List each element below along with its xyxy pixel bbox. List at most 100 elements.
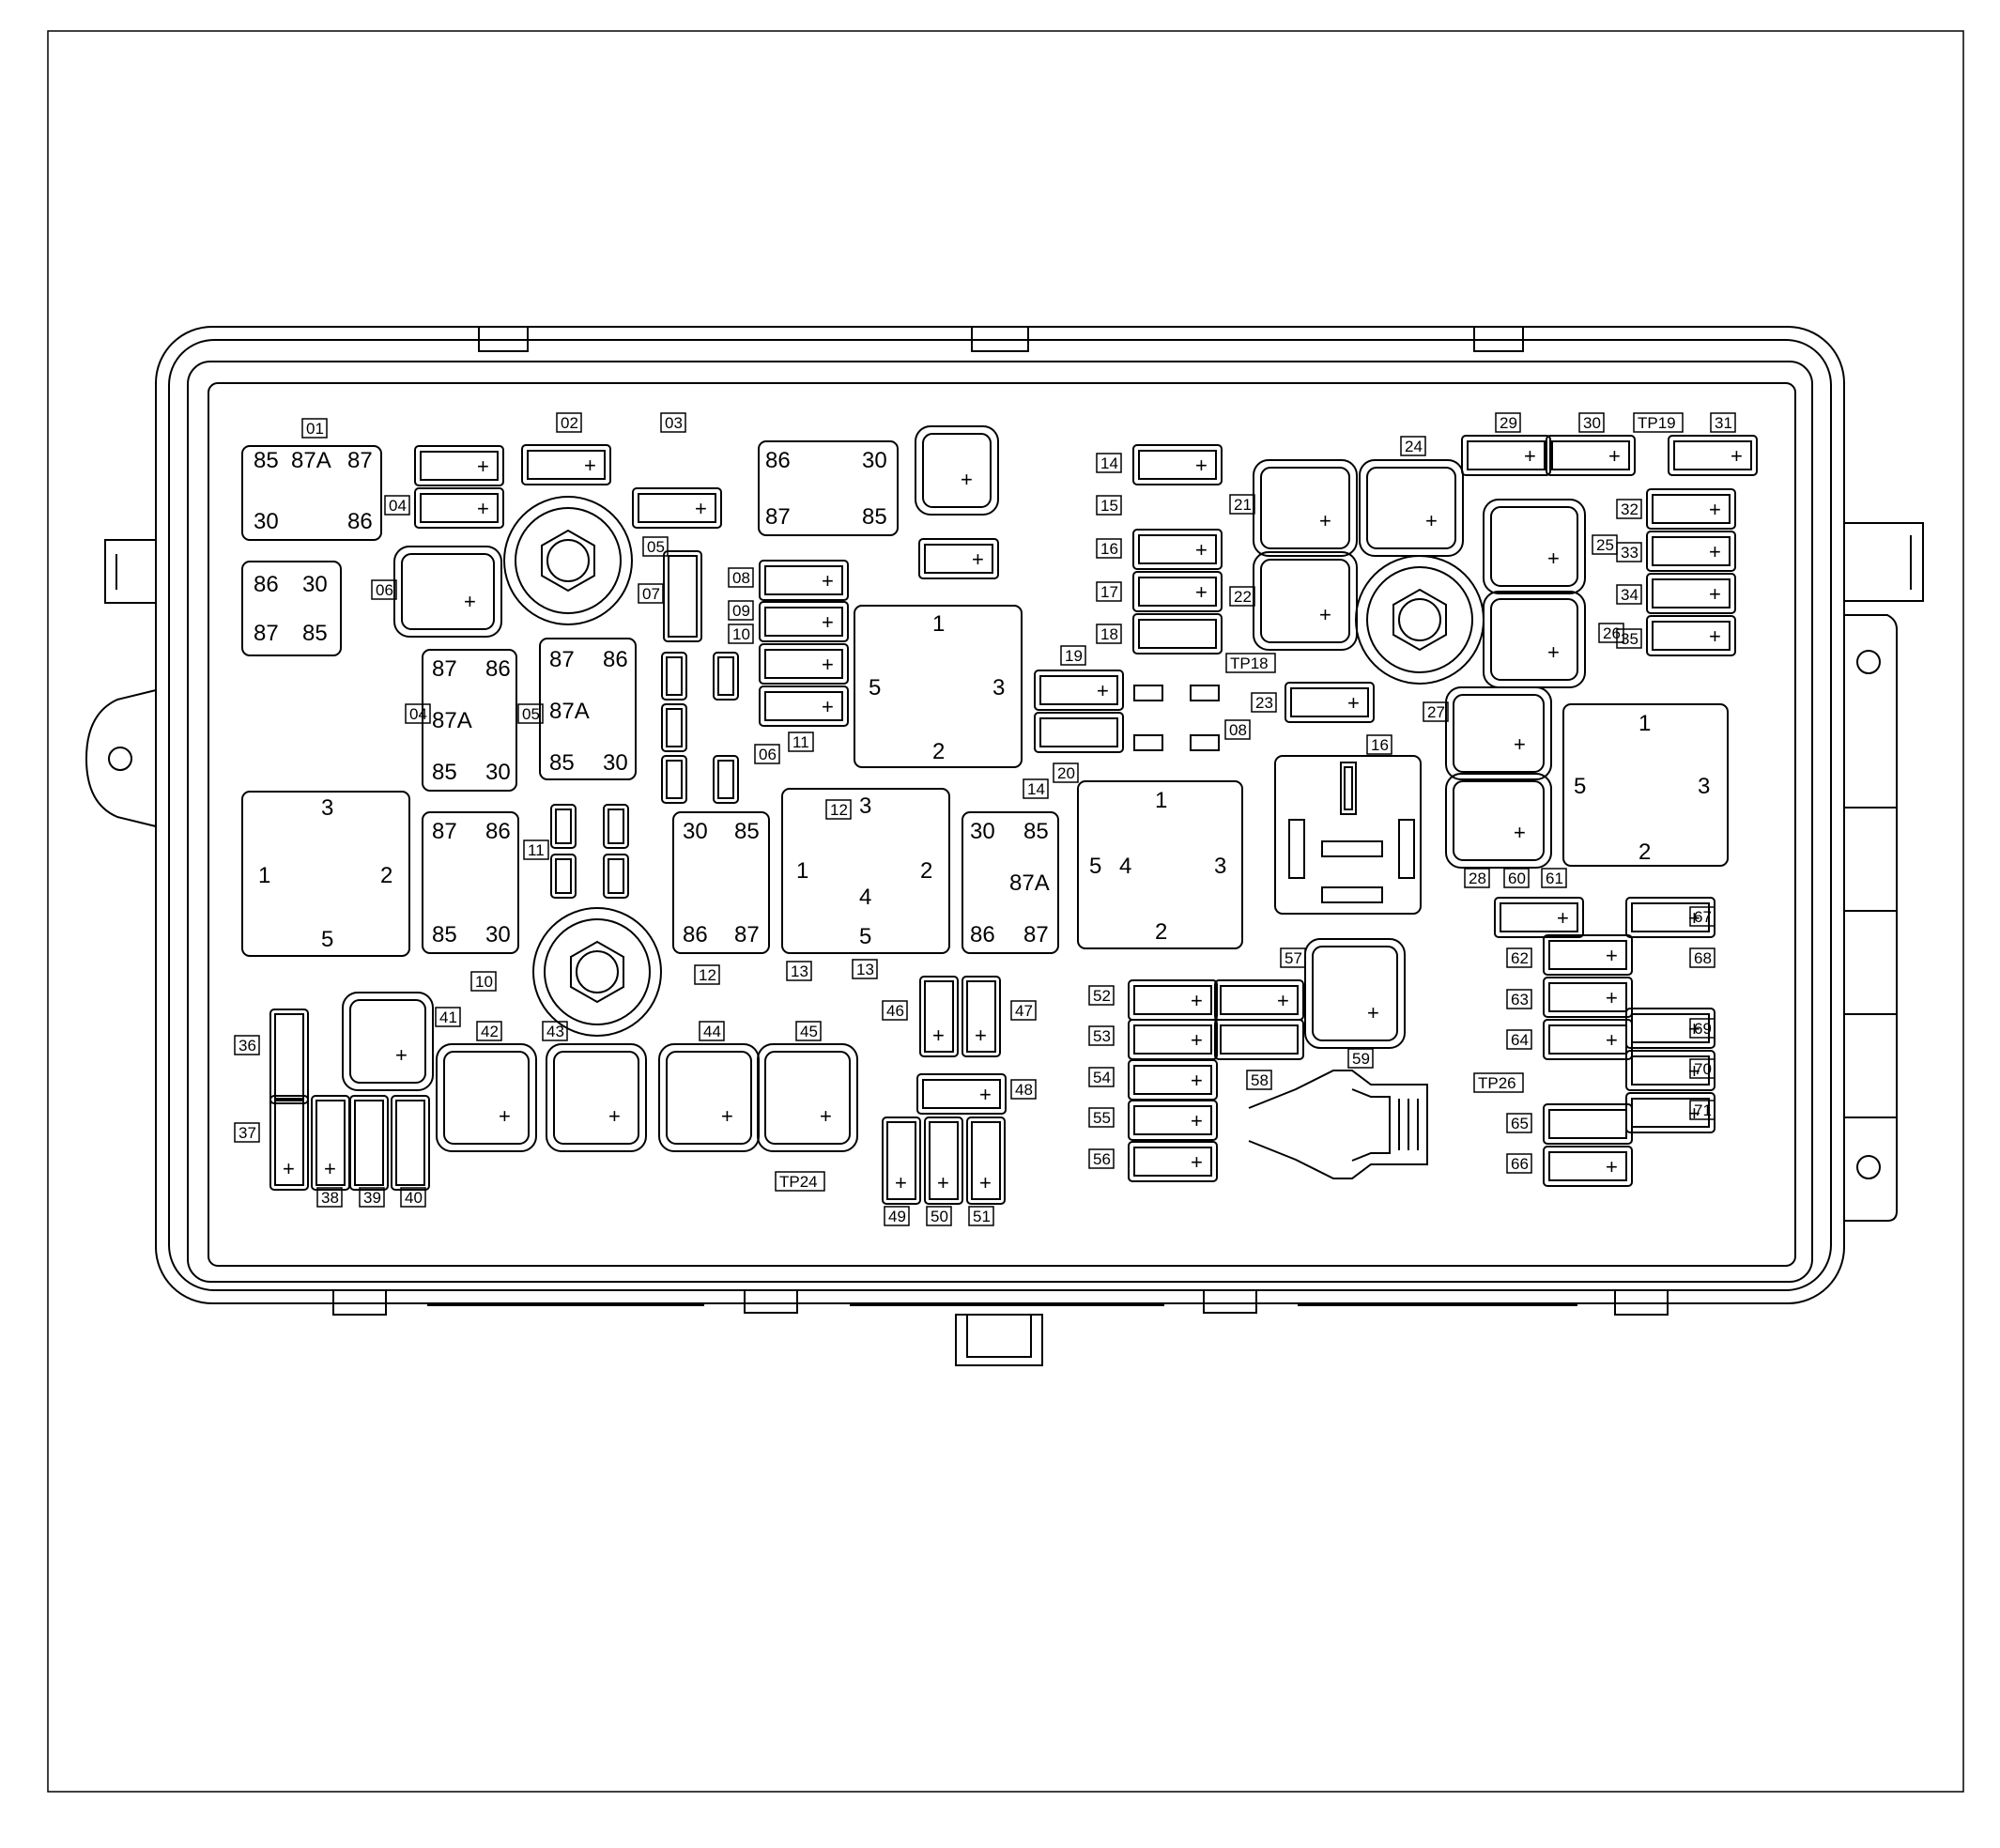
svg-text:07: 07 (642, 585, 660, 603)
tag-right-24: 60 (1503, 868, 1530, 888)
tag-right-33: 59 (1347, 1048, 1374, 1069)
tag-right-32: 58 (1246, 1070, 1272, 1090)
tag-right-21: 35 (1616, 628, 1642, 649)
terminal-2 (1133, 734, 1163, 751)
svg-text:86: 86 (485, 656, 511, 682)
tag-left-37: 19 (1060, 645, 1086, 666)
square-socket-4: + (1253, 551, 1358, 651)
tag-right-3: 17 (1096, 581, 1122, 602)
plus-icon: + (1514, 732, 1526, 756)
svg-text:87A: 87A (432, 708, 472, 733)
svg-text:70: 70 (1694, 1060, 1712, 1078)
terminal-0 (1133, 685, 1163, 701)
svg-text:85: 85 (549, 750, 575, 776)
tag-left-31: 47 (1010, 1000, 1037, 1021)
tag-left-26: 42 (476, 1021, 502, 1041)
svg-text:48: 48 (1015, 1081, 1033, 1099)
svg-text:06: 06 (759, 746, 777, 763)
vertical-fuse-12 (713, 652, 739, 701)
vertical-fuse-9: + (966, 1116, 1006, 1205)
mini-fuse-34: + (1214, 979, 1304, 1021)
svg-text:46: 46 (886, 1002, 904, 1020)
plus-icon: + (283, 1157, 295, 1180)
tag-right-39: 67 (1689, 906, 1715, 927)
mini-fuse-26: + (1543, 977, 1633, 1018)
svg-text:86: 86 (485, 819, 511, 844)
svg-text:86: 86 (347, 509, 373, 534)
vertical-fuse-17 (603, 804, 629, 849)
mini-fuse-25: + (1543, 934, 1633, 976)
square-socket-1: + (393, 546, 502, 638)
tag-left-1: 04 (384, 495, 410, 516)
plus-icon: + (1557, 906, 1569, 930)
svg-text:85: 85 (302, 621, 328, 646)
tag-right-40: 68 (1689, 947, 1715, 968)
vertical-fuse-5: + (919, 976, 959, 1057)
terminal-3 (1190, 734, 1220, 751)
tag-left-35: 51 (968, 1206, 994, 1226)
svg-text:56: 56 (1093, 1150, 1111, 1168)
vertical-fuse-3 (349, 1095, 389, 1191)
svg-text:1: 1 (932, 611, 945, 637)
mini-fuse-35: + (1128, 1019, 1218, 1060)
plus-icon: + (1514, 821, 1526, 844)
svg-text:41: 41 (439, 1009, 457, 1026)
tag-left-32: 48 (1010, 1079, 1037, 1100)
housing-outline (85, 326, 1924, 1366)
mini-fuse-12: + (1132, 529, 1223, 570)
svg-text:43: 43 (546, 1023, 564, 1040)
vertical-fuse-18 (550, 854, 577, 899)
square-socket-0: + (915, 425, 999, 516)
tag-right-18: 33 (1616, 542, 1642, 562)
svg-text:04: 04 (389, 497, 407, 515)
svg-text:2: 2 (1638, 839, 1651, 865)
plus-icon: + (1688, 1017, 1700, 1040)
vertical-fuse-6: + (962, 976, 1001, 1057)
svg-text:87A: 87A (291, 448, 331, 473)
mini-fuse-40: + (916, 1073, 1007, 1115)
plus-icon: + (695, 497, 707, 520)
svg-text:38: 38 (321, 1189, 339, 1207)
svg-text:14: 14 (1027, 780, 1045, 798)
tag-right-30: 55 (1088, 1107, 1115, 1128)
vertical-fuse-16 (550, 804, 577, 849)
vertical-fuse-7: + (882, 1116, 921, 1205)
tag-right-42: 70 (1689, 1058, 1715, 1079)
svg-text:32: 32 (1621, 500, 1638, 518)
tag-left-8: 09 (728, 600, 754, 621)
plus-icon: + (1347, 691, 1360, 715)
tag-left-13: 06 (754, 744, 780, 764)
svg-text:16: 16 (1371, 736, 1389, 754)
svg-text:03: 03 (665, 414, 683, 432)
plus-icon: + (499, 1104, 511, 1128)
mini-fuse-9: + (1034, 670, 1124, 711)
svg-text:34: 34 (1621, 586, 1638, 604)
svg-text:2: 2 (932, 739, 945, 764)
svg-text:58: 58 (1251, 1071, 1269, 1089)
tag-right-10: 16 (1366, 734, 1392, 755)
plus-icon: + (1709, 540, 1721, 563)
svg-text:50: 50 (931, 1208, 948, 1225)
mini-fuse-31 (1543, 1103, 1633, 1145)
svg-text:30: 30 (862, 448, 887, 473)
tag-right-14: TP19 (1633, 412, 1684, 433)
svg-text:86: 86 (970, 922, 995, 947)
svg-text:10: 10 (732, 625, 750, 643)
svg-text:3: 3 (859, 793, 871, 819)
tag-left-33: 49 (884, 1206, 910, 1226)
svg-text:60: 60 (1508, 870, 1526, 887)
plus-icon: + (1319, 603, 1331, 626)
svg-text:02: 02 (561, 414, 578, 432)
tag-left-24: 40 (400, 1187, 426, 1208)
mini-fuse-2: + (521, 444, 611, 485)
svg-text:31: 31 (1715, 414, 1732, 432)
svg-text:87: 87 (347, 448, 373, 473)
svg-text:54: 54 (1093, 1069, 1111, 1086)
mini-fuse-11: + (1132, 444, 1223, 485)
tag-left-14: 04 (405, 703, 431, 724)
svg-text:06: 06 (376, 581, 393, 599)
mini-fuse-33: + (1128, 979, 1218, 1021)
tag-left-34: 50 (926, 1206, 952, 1226)
plus-icon: + (1191, 1109, 1203, 1132)
svg-text:21: 21 (1234, 496, 1252, 514)
